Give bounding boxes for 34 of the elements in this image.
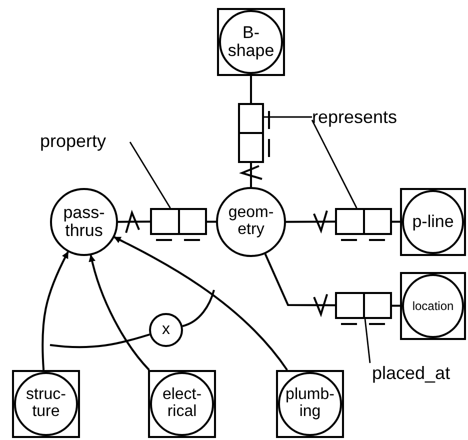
connector-line: [392, 304, 400, 307]
connector-line: [250, 76, 252, 103]
entity-label: pass- thrus: [62, 204, 106, 240]
connector-line: [50, 334, 150, 348]
connector-line: [392, 220, 400, 223]
arrow: [114, 236, 288, 371]
relation-box: [335, 292, 392, 327]
arrow: [264, 254, 335, 316]
arrow: [42, 251, 69, 370]
leader-line: [311, 120, 358, 208]
arrow: [88, 254, 150, 371]
relation-name: placed_at: [372, 360, 450, 386]
arrow: [286, 210, 335, 232]
leader-line: [264, 116, 312, 118]
entity-label: geom- etry: [227, 205, 275, 239]
connector-line: [207, 220, 216, 223]
relation-box: [335, 208, 392, 243]
entity-label: p-line: [411, 213, 455, 231]
leader-line: [129, 142, 171, 208]
entity-label: plumb- ing: [284, 387, 336, 421]
entity-label: B- shape: [226, 24, 276, 60]
arrow: [241, 163, 263, 187]
relation-name: represents: [312, 104, 398, 130]
entity-label: elect- rical: [161, 387, 203, 421]
concept-circle: [149, 313, 183, 347]
entity-label: struc- ture: [25, 387, 67, 421]
connector-line: [182, 290, 215, 328]
relation-box: [238, 103, 272, 163]
arrow: [118, 212, 150, 234]
leader-line: [364, 318, 371, 364]
relation-name: property: [40, 128, 106, 154]
entity-label: x: [161, 322, 171, 338]
entity-label: location: [411, 300, 455, 312]
relation-box: [150, 208, 207, 243]
